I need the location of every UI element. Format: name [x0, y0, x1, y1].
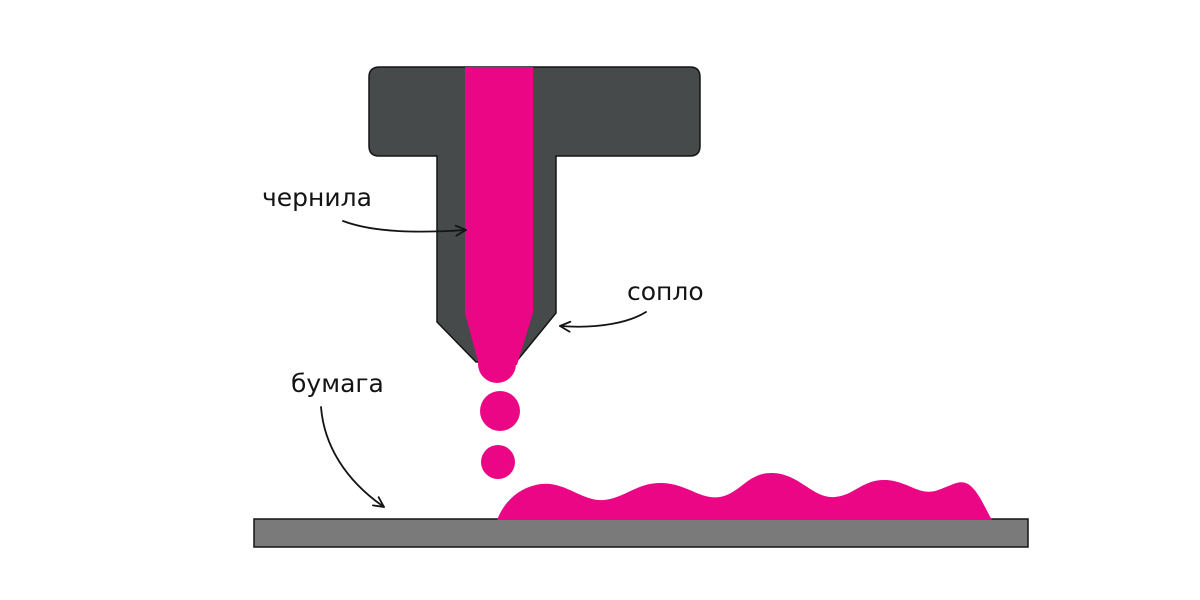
arrow-ink: [342, 220, 467, 237]
paper-sheet: [253, 518, 1029, 548]
label-paper: бумага: [291, 369, 384, 398]
printed-ink-layer: [497, 472, 992, 520]
arrow-nozzle: [559, 311, 647, 333]
label-nozzle: сопло: [627, 277, 704, 306]
label-ink: чернила: [262, 183, 372, 212]
nozzle-body: [368, 66, 701, 363]
ink-droplet: [480, 391, 520, 431]
arrow-paper: [320, 406, 385, 508]
ink-channel: [465, 67, 533, 365]
ink-droplet: [478, 345, 516, 383]
ink-droplet: [481, 445, 515, 479]
